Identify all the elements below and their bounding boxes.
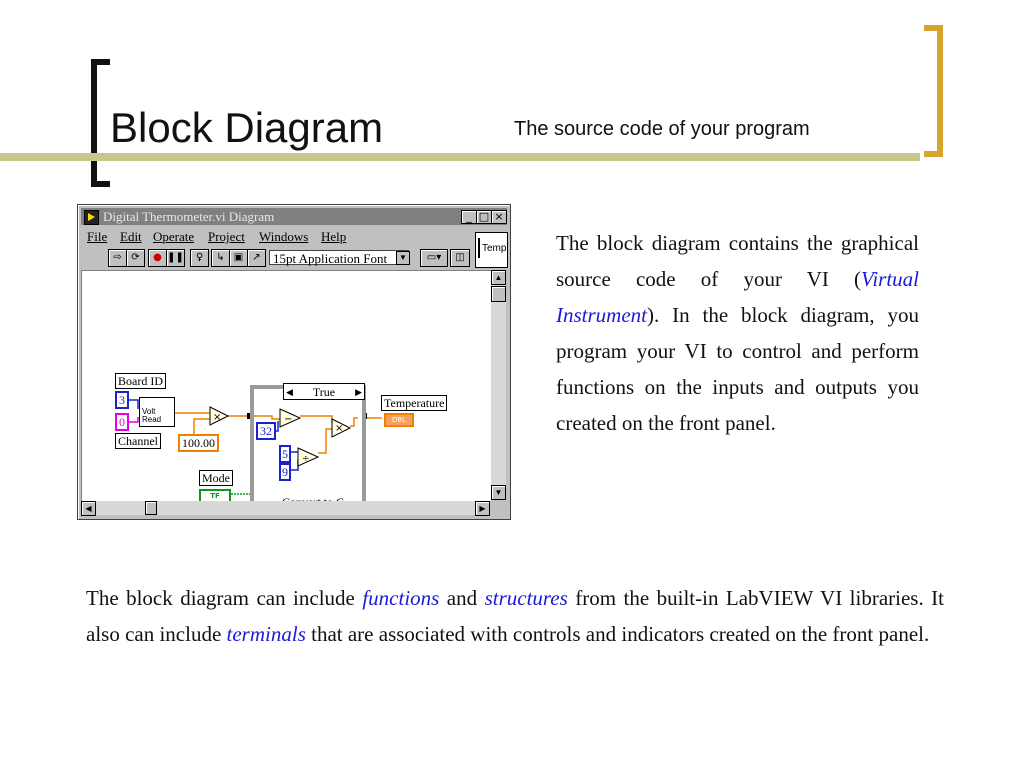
bottom-paragraph: The block diagram can include functions …: [86, 580, 944, 652]
case-next-icon[interactable]: ▶: [355, 387, 362, 397]
svg-text:−: −: [284, 414, 292, 425]
pause-icon[interactable]: ❚❚: [166, 249, 185, 267]
temperature-label: Temperature: [381, 395, 448, 411]
horizontal-scroll-thumb[interactable]: [145, 501, 157, 515]
bottom-text-1: The block diagram can include: [86, 586, 363, 610]
bottom-text-4: that are associated with controls and in…: [305, 622, 930, 646]
menu-bar: File Edit Operate Project Windows Help: [81, 227, 476, 245]
functions-term: functions: [362, 586, 440, 610]
scroll-right-icon[interactable]: ▶: [475, 501, 490, 516]
title-underline: [0, 153, 920, 161]
constant-5[interactable]: 5: [279, 445, 291, 463]
horizontal-scrollbar[interactable]: ◀ ▶: [81, 501, 490, 516]
left-bracket-decoration: [91, 59, 110, 187]
constant-9[interactable]: 9: [279, 463, 291, 481]
temperature-indicator[interactable]: DBL: [384, 413, 414, 427]
bottom-text-3: from the built-in LabVIEW VI libraries. …: [86, 586, 945, 646]
svg-text:÷: ÷: [302, 454, 310, 464]
channel-label: Channel: [115, 433, 161, 449]
window-title: Digital Thermometer.vi Diagram: [103, 209, 275, 224]
menu-help[interactable]: Help: [321, 229, 347, 244]
abort-icon[interactable]: ●: [148, 249, 167, 267]
terminals-term: terminals: [226, 622, 306, 646]
structures-term: structures: [484, 586, 568, 610]
menu-edit[interactable]: Edit: [120, 229, 142, 244]
scroll-up-icon[interactable]: ▲: [491, 270, 506, 285]
volt-read-label: Volt Read: [142, 407, 162, 424]
page-title: Block Diagram: [110, 104, 384, 151]
menu-project[interactable]: Project: [208, 229, 245, 244]
vi-run-icon: [84, 210, 99, 225]
minimize-button[interactable]: _: [461, 210, 477, 224]
close-button[interactable]: ×: [491, 210, 507, 224]
diagram-canvas[interactable]: × − ÷ × Board ID 3 0 Channel Volt Read 1…: [81, 270, 491, 514]
run-arrow-icon[interactable]: ⇨: [108, 249, 127, 267]
svg-text:×: ×: [213, 412, 221, 423]
scroll-down-icon[interactable]: ▼: [491, 485, 506, 500]
description-paragraph: The block diagram contains the graphical…: [556, 225, 919, 441]
diagram-window: Digital Thermometer.vi Diagram _ □ × Fil…: [77, 204, 511, 520]
constant-32[interactable]: 32: [256, 422, 276, 440]
vi-icon: Temp: [475, 232, 508, 268]
volt-read-function[interactable]: Volt Read: [139, 397, 175, 427]
svg-text:×: ×: [335, 423, 343, 434]
font-select[interactable]: 15pt Application Font: [269, 250, 409, 266]
right-bracket-decoration: [924, 25, 943, 157]
step-out-icon[interactable]: ↗: [247, 249, 266, 267]
bottom-text-2: and: [439, 586, 485, 610]
maximize-button[interactable]: □: [476, 210, 492, 224]
distribute-icon[interactable]: ◫: [450, 249, 470, 267]
vertical-scroll-thumb[interactable]: [491, 286, 506, 302]
menu-windows[interactable]: Windows: [259, 229, 309, 244]
window-titlebar[interactable]: Digital Thermometer.vi Diagram _ □ ×: [81, 208, 507, 225]
highlight-bulb-icon[interactable]: ♀: [190, 249, 209, 267]
case-selector-value: True: [312, 385, 336, 399]
description-text-1: The block diagram contains the graphical…: [556, 231, 919, 291]
chevron-down-icon[interactable]: ▼: [396, 251, 410, 265]
description-text-2: ). In the block diagram, you program you…: [556, 303, 919, 435]
case-selector[interactable]: ◀ True ▶: [283, 383, 365, 400]
menu-operate[interactable]: Operate: [153, 229, 195, 244]
board-id-label: Board ID: [115, 373, 166, 389]
step-over-icon[interactable]: ▣: [229, 249, 248, 267]
menu-file[interactable]: File: [87, 229, 108, 244]
multiplier-constant[interactable]: 100.00: [178, 434, 219, 452]
page-subtitle: The source code of your program: [514, 118, 810, 140]
step-into-icon[interactable]: ↳: [211, 249, 230, 267]
scroll-left-icon[interactable]: ◀: [81, 501, 96, 516]
virtual-instrument-term: Virtual Instrument: [556, 267, 919, 327]
vi-icon-label: Temp: [482, 243, 507, 254]
run-continuous-icon[interactable]: ⟳: [126, 249, 145, 267]
mode-label: Mode: [199, 470, 233, 486]
vertical-scrollbar[interactable]: ▲ ▼: [491, 270, 506, 500]
channel-control[interactable]: 0: [115, 413, 129, 431]
case-prev-icon[interactable]: ◀: [286, 387, 293, 397]
align-icon[interactable]: ▭▾: [420, 249, 448, 267]
board-id-control[interactable]: 3: [115, 391, 129, 409]
